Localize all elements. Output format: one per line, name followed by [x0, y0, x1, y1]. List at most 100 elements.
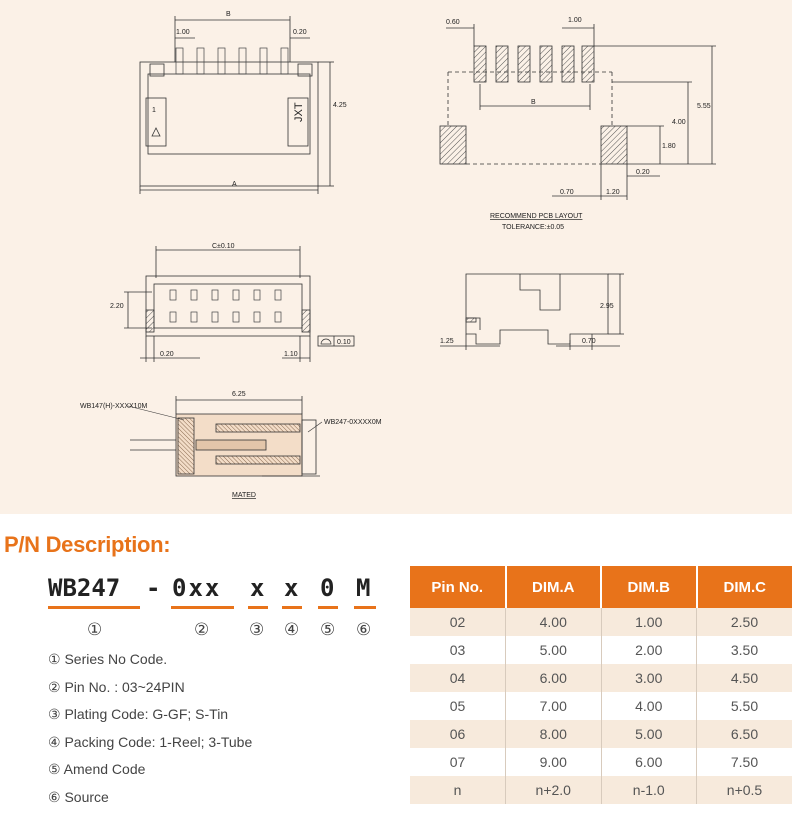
table-cell: 05	[410, 692, 506, 720]
pn-dash: -	[146, 574, 161, 602]
table-cell: n	[410, 776, 506, 804]
pn-description-title: P/N Description:	[4, 532, 171, 557]
technical-drawing: B 1.00 0.20 4.25 A 1 JXT	[80, 11, 716, 499]
dim-flatness: 0.10	[337, 339, 351, 346]
legend-plating: ③ Plating Code: G-GF; S-Tin	[48, 706, 229, 722]
pin1-mark: 1	[152, 107, 156, 114]
table-header-row: Pin No. DIM.A DIM.B DIM.C	[410, 566, 792, 608]
table-cell: 2.50	[696, 608, 792, 636]
table-row: 06 8.00 5.00 6.50	[410, 720, 792, 748]
circle-marker-1: ①	[87, 620, 103, 640]
dim-b-top: B	[226, 11, 231, 18]
col-header-dim-a: DIM.A	[505, 566, 602, 608]
table-cell: 6.00	[505, 664, 602, 692]
dim-side-pcb: 0.70	[560, 189, 574, 196]
dim-left-front: 0.20	[160, 351, 174, 358]
pn-series: WB247	[48, 574, 121, 602]
table-cell: 3.50	[696, 636, 792, 664]
dim-height-top: 4.25	[333, 102, 347, 109]
table-cell: 03	[410, 636, 506, 664]
pn-source: M	[356, 574, 371, 602]
dimension-table: Pin No. DIM.A DIM.B DIM.C 02 4.00 1.00 2…	[410, 566, 792, 804]
table-cell: 02	[410, 608, 506, 636]
pcb-tolerance: TOLERANCE:±0.05	[502, 224, 564, 231]
table-cell: n+2.0	[505, 776, 602, 804]
dim-a-top: A	[232, 181, 237, 188]
dim-h1-pcb: 5.55	[697, 103, 711, 110]
mated-caption: MATED	[232, 492, 256, 499]
dim-h3-pcb: 1.80	[662, 143, 676, 150]
circle-marker-5: ⑤	[320, 620, 336, 640]
legend-pins: ② Pin No. : 03~24PIN	[48, 679, 185, 695]
pn-amend-underline	[318, 606, 338, 609]
table-cell: 3.00	[601, 664, 697, 692]
dim-h-side: 2.95	[600, 303, 614, 310]
side-view	[440, 273, 624, 350]
circle-marker-3: ③	[249, 620, 265, 640]
pn-series-underline	[48, 606, 140, 609]
table-cell: 1.00	[601, 608, 697, 636]
table-cell: 04	[410, 664, 506, 692]
flatness-icon	[320, 338, 332, 345]
table-cell: 06	[410, 720, 506, 748]
legend-packing: ④ Packing Code: 1-Reel; 3-Tube	[48, 734, 253, 750]
col-header-pin-no: Pin No.	[410, 566, 507, 608]
pn-amend: 0	[320, 574, 335, 602]
table-cell: 5.00	[601, 720, 697, 748]
pcb-layout	[439, 24, 716, 200]
table-row: 03 5.00 2.00 3.50	[410, 636, 792, 664]
dim-width-pcb: 1.20	[606, 189, 620, 196]
table-row: 05 7.00 4.00 5.50	[410, 692, 792, 720]
table-cell: 2.00	[601, 636, 697, 664]
table-cell: n+0.5	[696, 776, 792, 804]
legend-source: ⑥ Source	[48, 789, 109, 805]
legend-series: ① Series No Code.	[48, 651, 168, 667]
table-cell: 6.50	[696, 720, 792, 748]
dim-pad-gap: 0.60	[446, 19, 460, 26]
header-label: WB247-0XXXX0M	[324, 419, 382, 426]
dim-h-front: 2.20	[110, 303, 124, 310]
pn-pins-underline	[171, 606, 234, 609]
dim-right-front: 1.10	[284, 351, 298, 358]
table-cell: 9.00	[505, 748, 602, 776]
dim-tab-top: 0.20	[293, 29, 307, 36]
circle-marker-6: ⑥	[356, 620, 372, 640]
pn-plating-underline	[248, 606, 268, 609]
table-row: 02 4.00 1.00 2.50	[410, 608, 792, 636]
table-cell: n-1.0	[601, 776, 697, 804]
pn-pins: 0xx	[172, 574, 222, 602]
table-cell: 07	[410, 748, 506, 776]
mated-view	[127, 396, 323, 477]
table-cell: 4.00	[505, 608, 602, 636]
dim-left-side: 1.25	[440, 338, 454, 345]
table-cell: 4.50	[696, 664, 792, 692]
dim-c-front: C±0.10	[212, 243, 235, 250]
triangle-icon	[151, 127, 161, 137]
dim-pad-w-pcb: 0.20	[636, 169, 650, 176]
pn-packing: x	[284, 574, 299, 602]
table-row: 07 9.00 6.00 7.50	[410, 748, 792, 776]
table-cell: 7.50	[696, 748, 792, 776]
pn-plating: x	[250, 574, 265, 602]
table-cell: 6.00	[601, 748, 697, 776]
circle-marker-2: ②	[194, 620, 210, 640]
table-row: n n+2.0 n-1.0 n+0.5	[410, 776, 792, 804]
dim-pitch-pcb: 1.00	[568, 17, 582, 24]
table-cell: 4.00	[601, 692, 697, 720]
pn-source-underline	[354, 606, 376, 609]
table-cell: 5.50	[696, 692, 792, 720]
dim-width-mated: 6.25	[232, 391, 246, 398]
dim-b-pcb: B	[531, 99, 536, 106]
pn-packing-underline	[282, 606, 302, 609]
legend-amend: ⑤ Amend Code	[48, 761, 146, 777]
table-cell: 5.00	[505, 636, 602, 664]
circle-marker-4: ④	[284, 620, 300, 640]
dim-right-side: 0.70	[582, 338, 596, 345]
table-row: 04 6.00 3.00 4.50	[410, 664, 792, 692]
top-view	[139, 16, 334, 194]
front-view	[124, 246, 355, 362]
technical-drawing-panel: B 1.00 0.20 4.25 A 1 JXT	[0, 0, 792, 514]
col-header-dim-c: DIM.C	[696, 566, 792, 608]
col-header-dim-b: DIM.B	[601, 566, 698, 608]
plug-label: WB147(H)-XXXX10M	[80, 403, 147, 410]
